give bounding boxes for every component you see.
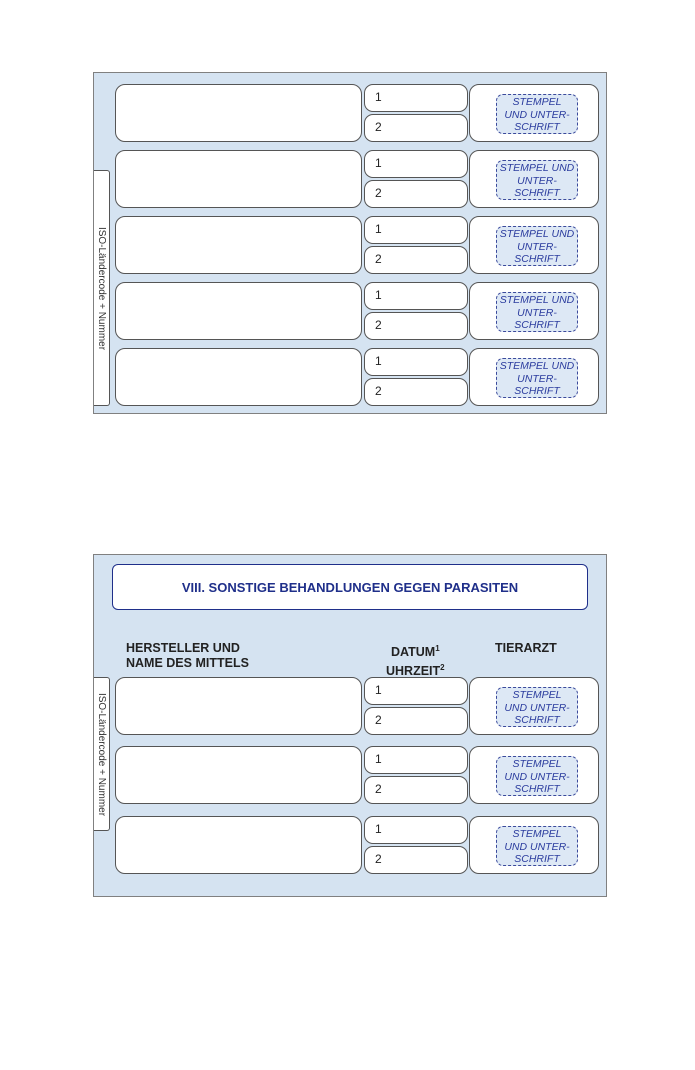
manufacturer-field[interactable]	[115, 348, 362, 406]
vet-stamp-field[interactable]: STEMPEL UND UNTER- SCHRIFT	[469, 816, 599, 874]
iso-country-code-label: ISO-Ländercode + Nummer	[96, 226, 107, 350]
date-field-1[interactable]: 1	[364, 282, 468, 310]
vet-stamp-field[interactable]: STEMPEL UND UNTER- SCHRIFT	[469, 216, 599, 274]
manufacturer-field[interactable]	[115, 150, 362, 208]
manufacturer-field[interactable]	[115, 216, 362, 274]
date-field-1[interactable]: 1	[364, 216, 468, 244]
date-field-2[interactable]: 2	[364, 114, 468, 142]
stamp-placeholder: STEMPEL UND UNTER- SCHRIFT	[496, 358, 578, 398]
other-parasite-treatments-section: VIII. SONSTIGE BEHANDLUNGEN GEGEN PARASI…	[93, 554, 607, 897]
date-field-1[interactable]: 1	[364, 677, 468, 705]
treatment-row: 1 2 STEMPEL UND UNTER- SCHRIFT	[115, 348, 601, 408]
stamp-placeholder: STEMPEL UND UNTER- SCHRIFT	[496, 687, 578, 727]
date-field-2[interactable]: 2	[364, 846, 468, 874]
vet-stamp-field[interactable]: STEMPEL UND UNTER- SCHRIFT	[469, 746, 599, 804]
vet-stamp-field[interactable]: STEMPEL UND UNTER- SCHRIFT	[469, 677, 599, 735]
stamp-placeholder: STEMPEL UND UNTER- SCHRIFT	[496, 160, 578, 200]
date-field-1[interactable]: 1	[364, 84, 468, 112]
date-field-2[interactable]: 2	[364, 180, 468, 208]
treatment-row: 1 2 STEMPEL UND UNTER- SCHRIFT	[115, 282, 601, 342]
treatment-row: 1 2 STEMPEL UND UNTER- SCHRIFT	[115, 677, 601, 737]
date-field-1[interactable]: 1	[364, 150, 468, 178]
iso-country-code-label: ISO-Ländercode + Nummer	[96, 692, 107, 816]
treatment-row: 1 2 STEMPEL UND UNTER- SCHRIFT	[115, 216, 601, 276]
date-field-1[interactable]: 1	[364, 746, 468, 774]
vet-stamp-field[interactable]: STEMPEL UND UNTER- SCHRIFT	[469, 282, 599, 340]
section-title: VIII. SONSTIGE BEHANDLUNGEN GEGEN PARASI…	[112, 564, 588, 610]
date-column-header: DATUM1 UHRZEIT2	[386, 644, 445, 679]
vet-stamp-field[interactable]: STEMPEL UND UNTER- SCHRIFT	[469, 150, 599, 208]
date-field-2[interactable]: 2	[364, 312, 468, 340]
manufacturer-field[interactable]	[115, 746, 362, 804]
iso-country-code-tab: ISO-Ländercode + Nummer	[94, 677, 110, 831]
stamp-placeholder: STEMPEL UND UNTER- SCHRIFT	[496, 756, 578, 796]
vet-stamp-field[interactable]: STEMPEL UND UNTER- SCHRIFT	[469, 348, 599, 406]
manufacturer-field[interactable]	[115, 282, 362, 340]
iso-country-code-tab: ISO-Ländercode + Nummer	[94, 170, 110, 406]
date-field-1[interactable]: 1	[364, 816, 468, 844]
stamp-placeholder: STEMPEL UND UNTER- SCHRIFT	[496, 826, 578, 866]
manufacturer-field[interactable]	[115, 816, 362, 874]
manufacturer-field[interactable]	[115, 84, 362, 142]
date-field-2[interactable]: 2	[364, 776, 468, 804]
treatment-row: 1 2 STEMPEL UND UNTER- SCHRIFT	[115, 816, 601, 876]
stamp-placeholder: STEMPEL UND UNTER- SCHRIFT	[496, 292, 578, 332]
vet-column-header: TIERARZT	[495, 641, 557, 655]
treatment-row: 1 2 STEMPEL UND UNTER- SCHRIFT	[115, 746, 601, 806]
date-field-2[interactable]: 2	[364, 246, 468, 274]
stamp-placeholder: STEMPEL UND UNTER- SCHRIFT	[496, 226, 578, 266]
vet-stamp-field[interactable]: STEMPEL UND UNTER- SCHRIFT	[469, 84, 599, 142]
manufacturer-field[interactable]	[115, 677, 362, 735]
stamp-placeholder: STEMPEL UND UNTER- SCHRIFT	[496, 94, 578, 134]
treatment-row: 1 2 STEMPEL UND UNTER- SCHRIFT	[115, 150, 601, 210]
date-field-2[interactable]: 2	[364, 378, 468, 406]
treatment-row: 1 2 STEMPEL UND UNTER- SCHRIFT	[115, 84, 601, 144]
date-field-2[interactable]: 2	[364, 707, 468, 735]
manufacturer-column-header: HERSTELLER UND NAME DES MITTELS	[126, 641, 249, 670]
treatment-table-continued: ISO-Ländercode + Nummer 1 2 STEMPEL UND …	[93, 72, 607, 414]
date-field-1[interactable]: 1	[364, 348, 468, 376]
